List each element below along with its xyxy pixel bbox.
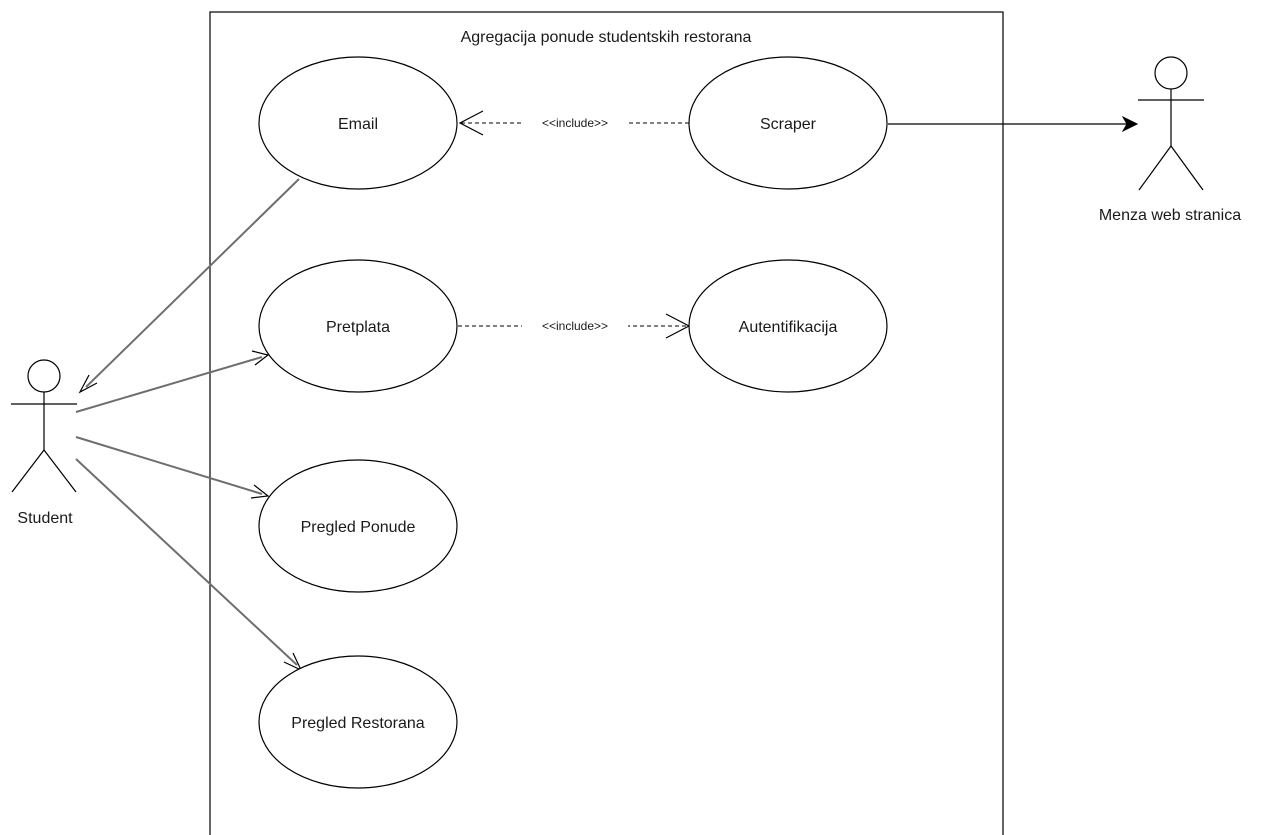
use-case-pregled-restorana-label: Pregled Restorana	[291, 715, 425, 732]
use-case-scraper-label: Scraper	[760, 116, 817, 133]
use-case-pregled-ponude[interactable]: Pregled Ponude	[258, 459, 458, 593]
use-case-pretplata-label: Pretplata	[326, 319, 390, 336]
actor-student-head	[27, 359, 61, 393]
association-student-pretplata[interactable]	[75, 350, 270, 413]
actor-menza-head	[1154, 56, 1188, 90]
use-case-pregled-ponude-label: Pregled Ponude	[301, 519, 416, 536]
actor-menza-web-stranica[interactable]: Menza web stranica	[1099, 56, 1241, 224]
include-scraper-email[interactable]: <<include>>	[458, 110, 689, 136]
include-label-autentifikacija: <<include>>	[542, 319, 608, 333]
actor-menza-label: Menza web stranica	[1099, 207, 1241, 224]
use-case-scraper[interactable]: Scraper	[688, 56, 888, 190]
use-case-autentifikacija[interactable]: Autentifikacija	[688, 259, 888, 393]
use-case-email-label: Email	[338, 116, 378, 133]
association-scraper-menza[interactable]	[888, 115, 1139, 133]
actor-student-label: Student	[17, 510, 73, 527]
actor-student[interactable]: Student	[11, 359, 77, 527]
use-case-pregled-restorana[interactable]: Pregled Restorana	[258, 655, 458, 789]
system-title: Agregacija ponude studentskih restorana	[461, 29, 752, 46]
include-label-email: <<include>>	[542, 116, 608, 130]
use-case-pretplata[interactable]: Pretplata	[258, 259, 458, 393]
use-case-email[interactable]: Email	[258, 56, 458, 190]
association-student-pregled-ponude[interactable]	[75, 436, 270, 499]
association-email-student[interactable]	[78, 178, 300, 394]
use-case-autentifikacija-label: Autentifikacija	[739, 319, 838, 336]
